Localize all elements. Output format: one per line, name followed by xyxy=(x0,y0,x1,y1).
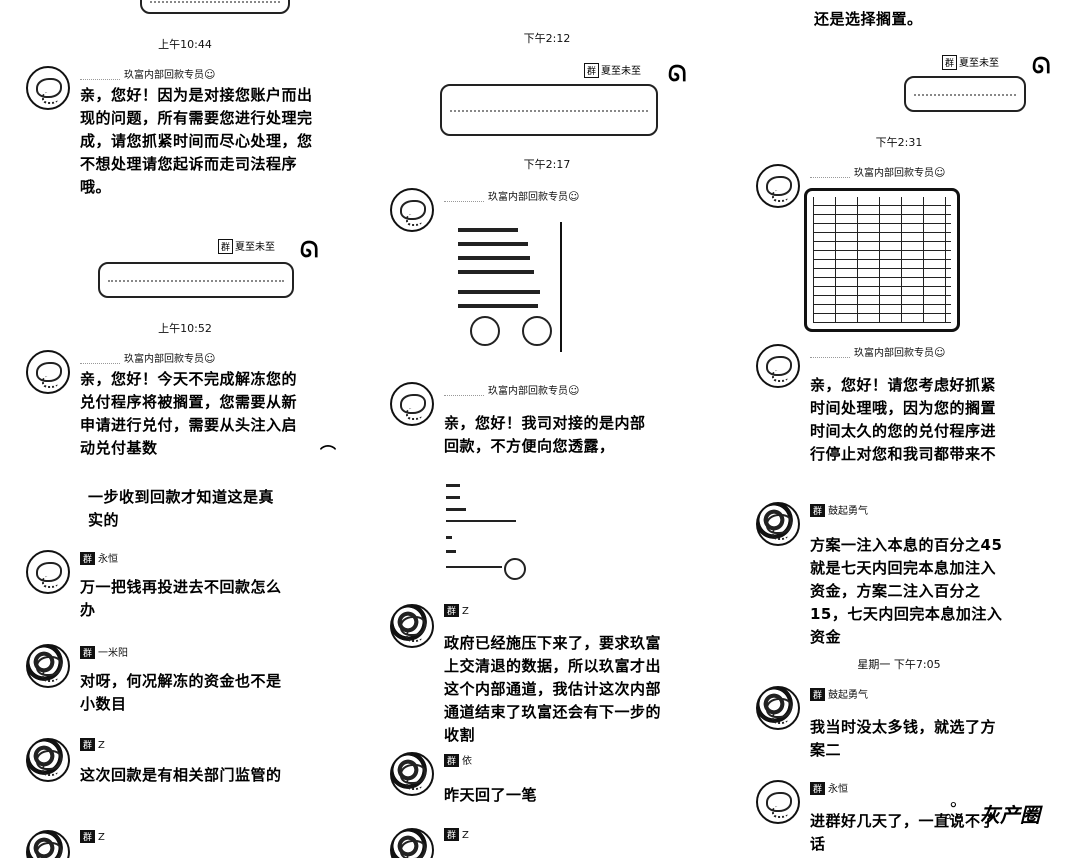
avatar[interactable] xyxy=(26,350,70,394)
avatar[interactable] xyxy=(26,66,70,110)
message-item: 玖富内部回款专员☺ 亲，您好！请您考虑好抓紧时间处理哦，因为您的搁置时间太久的您… xyxy=(756,344,1076,463)
message-item: 玖富内部回款专员☺ 亲，您好！因为是对接您账户而出现的问题，所有需要您进行处理完… xyxy=(26,66,346,226)
message-text: 一步收到回款才知道这是真实的 xyxy=(88,488,275,529)
sender-name: 一米阳 xyxy=(98,648,129,659)
sender-name: 群夏至未至 xyxy=(942,54,999,70)
message-item: 群永恒 万一把钱再投进去不回款怎么办 xyxy=(26,550,346,620)
emoji-icon: ☺ xyxy=(204,68,216,81)
message-text: 万一把钱再投进去不回款怎么办 xyxy=(80,578,282,619)
message-item: 玖富内部回款专员☺ 亲，您好！今天不完成解冻您的兑付程序将被搁置，您需要从新申请… xyxy=(26,350,346,470)
message-text: 亲，您好！我司对接的是内部回款，不方便向您透露， xyxy=(444,414,646,455)
watermark: 灰产圈 xyxy=(980,803,1040,827)
message-text: 还是选择搁置。 xyxy=(814,10,923,28)
chat-column-2: 下午2:12 群夏至未至 ᘏ 下午2:17 玖富内部回款专员☺ 玖富内部回款专员… xyxy=(362,0,740,858)
sender-role: 玖富内部回款专员 xyxy=(488,386,568,397)
sender-role: 玖富内部回款专员 xyxy=(124,70,204,81)
sender-name: 鼓起勇气 xyxy=(828,506,869,517)
message-item: 玖富内部回款专员☺ 亲，您好！我司对接的是内部回款，不方便向您透露， xyxy=(390,382,730,472)
table-screenshot-image[interactable] xyxy=(804,188,960,332)
avatar[interactable] xyxy=(756,502,800,546)
chat-column-3: 还是选择搁置。 群夏至未至 ᘏ 下午2:31 玖富内部回款专员☺ 玖富内部回款专… xyxy=(742,0,1080,858)
message-item: 群鼓起勇气 方案一注入本息的百分之45就是七天内回完本息加注入资金，方案二注入百… xyxy=(756,502,1076,646)
avatar[interactable] xyxy=(756,686,800,730)
avatar[interactable] xyxy=(26,738,70,782)
sender-name: Z xyxy=(462,606,469,617)
message-item: 群依 昨天回了一笔 xyxy=(390,752,730,812)
message-item: 群鼓起勇气 我当时没太多钱，就选了方案二 xyxy=(756,686,1076,759)
outgoing-bubble xyxy=(904,76,1026,112)
avatar[interactable] xyxy=(26,830,70,858)
snail-avatar-icon[interactable]: ᘏ xyxy=(300,238,319,263)
sender-name: 鼓起勇气 xyxy=(828,690,869,701)
avatar[interactable] xyxy=(26,644,70,688)
message-text: 这次回款是有相关部门监管的 xyxy=(80,766,282,784)
emoji-icon: ☺ xyxy=(568,190,580,203)
avatar[interactable] xyxy=(390,188,434,232)
avatar[interactable] xyxy=(390,828,434,858)
snail-avatar-icon[interactable]: ⌒ xyxy=(320,444,337,463)
avatar[interactable] xyxy=(756,164,800,208)
message-text: 亲，您好！请您考虑好抓紧时间处理哦，因为您的搁置时间太久的您的兑付程序进行停止对… xyxy=(810,376,997,463)
message-item: 群一米阳 对呀，何况解冻的资金也不是小数目 xyxy=(26,644,346,714)
sender-name: Z xyxy=(462,830,469,841)
sender-name: 群夏至未至 xyxy=(584,62,641,78)
wechat-logo-icon: ஃ xyxy=(944,800,962,825)
avatar[interactable] xyxy=(390,752,434,796)
avatar[interactable] xyxy=(390,382,434,426)
message-text: 政府已经施压下来了，要求玖富上交清退的数据，所以玖富才出这个内部通道，我估计这次… xyxy=(444,634,662,744)
document-image[interactable] xyxy=(452,222,562,352)
sender-name: Z xyxy=(98,740,105,751)
avatar[interactable] xyxy=(26,550,70,594)
outgoing-bubble-cut xyxy=(140,0,290,14)
message-text: 进群好几天了，一直说不了话 xyxy=(810,812,997,853)
document-image[interactable] xyxy=(442,478,532,588)
message-text: 方案一注入本息的百分之45就是七天内回完本息加注入资金，方案二注入百分之15，七… xyxy=(810,536,1003,646)
message-text: 我当时没太多钱，就选了方案二 xyxy=(810,718,997,759)
avatar[interactable] xyxy=(756,344,800,388)
timestamp: 下午2:12 xyxy=(523,32,571,45)
message-text: 昨天回了一笔 xyxy=(444,786,538,804)
snail-avatar-icon[interactable]: ᘏ xyxy=(1032,54,1051,79)
message-item: 群永恒 进群好几天了，一直说不了话 xyxy=(756,780,1076,858)
sender-role: 玖富内部回款专员 xyxy=(854,168,934,179)
outgoing-bubble xyxy=(440,84,658,136)
sender-name: 永恒 xyxy=(98,554,119,565)
emoji-icon: ☺ xyxy=(934,346,946,359)
avatar[interactable] xyxy=(390,604,434,648)
sender-name: Z xyxy=(98,832,105,843)
sender-name: 永恒 xyxy=(828,784,849,795)
message-item: 玖富内部回款专员☺ xyxy=(390,188,730,358)
timestamp: 上午10:52 xyxy=(158,322,212,335)
emoji-icon: ☺ xyxy=(568,384,580,397)
timestamp: 上午10:44 xyxy=(158,38,212,51)
emoji-icon: ☺ xyxy=(934,166,946,179)
snail-avatar-icon[interactable]: ᘏ xyxy=(668,62,687,87)
timestamp: 下午2:17 xyxy=(523,158,571,171)
sender-role: 玖富内部回款专员 xyxy=(854,348,934,359)
timestamp: 星期一 下午7:05 xyxy=(857,658,941,671)
message-text: 亲，您好！今天不完成解冻您的兑付程序将被搁置，您需要从新申请进行兑付，需要从头注… xyxy=(80,370,298,457)
message-item: 玖富内部回款专员☺ xyxy=(756,164,1076,334)
chat-column-1: 上午10:44 玖富内部回款专员☺ 亲，您好！因为是对接您账户而出现的问题，所有… xyxy=(0,0,360,858)
message-text: 亲，您好！因为是对接您账户而出现的问题，所有需要您进行处理完成，请您抓紧时间而尽… xyxy=(80,86,313,196)
timestamp: 下午2:31 xyxy=(875,136,923,149)
sender-name: 群夏至未至 xyxy=(218,238,275,254)
message-text: 对呀，何况解冻的资金也不是小数目 xyxy=(80,672,282,713)
sender-role: 玖富内部回款专员 xyxy=(124,354,204,365)
emoji-icon: ☺ xyxy=(204,352,216,365)
avatar[interactable] xyxy=(756,780,800,824)
sender-role: 玖富内部回款专员 xyxy=(488,192,568,203)
sender-name: 依 xyxy=(462,756,473,767)
outgoing-bubble xyxy=(98,262,294,298)
